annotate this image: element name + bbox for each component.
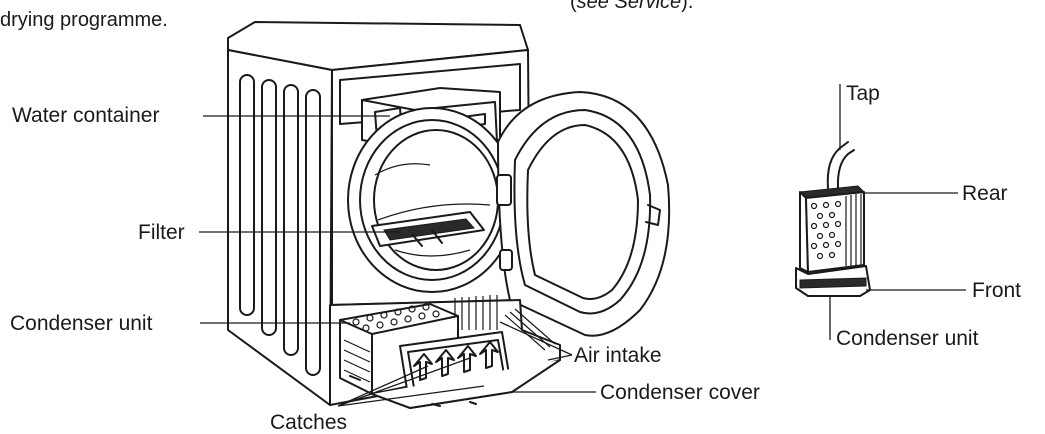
label-rear: Rear <box>962 182 1008 205</box>
condenser-cover-drawn <box>349 331 561 409</box>
labels: Water container Filter Condenser unit Ai… <box>10 82 1021 434</box>
filter-part <box>371 211 485 247</box>
condenser-unit-illustration <box>795 141 871 297</box>
leader-air-intake <box>499 321 573 361</box>
dryer-side-panel <box>227 49 333 406</box>
label-catches: Catches <box>270 411 347 434</box>
leader-lines <box>199 84 966 407</box>
label-water-container: Water container <box>12 104 159 127</box>
label-front: Front <box>972 279 1021 302</box>
label-condenser-unit-left: Condenser unit <box>10 312 153 335</box>
leader-catches <box>337 357 485 407</box>
condenser-holes <box>810 200 842 260</box>
tumble-dryer-illustration <box>227 21 671 409</box>
label-air-intake: Air intake <box>574 344 662 367</box>
open-door <box>496 91 671 337</box>
drum-opening <box>347 107 517 293</box>
header-right-text: (see Service). <box>570 0 693 13</box>
label-condenser-cover: Condenser cover <box>600 381 760 404</box>
label-condenser-unit-right: Condenser unit <box>836 327 979 350</box>
label-filter: Filter <box>138 221 185 244</box>
label-tap: Tap <box>846 82 880 105</box>
header-left-text: drying programme. <box>0 9 168 31</box>
